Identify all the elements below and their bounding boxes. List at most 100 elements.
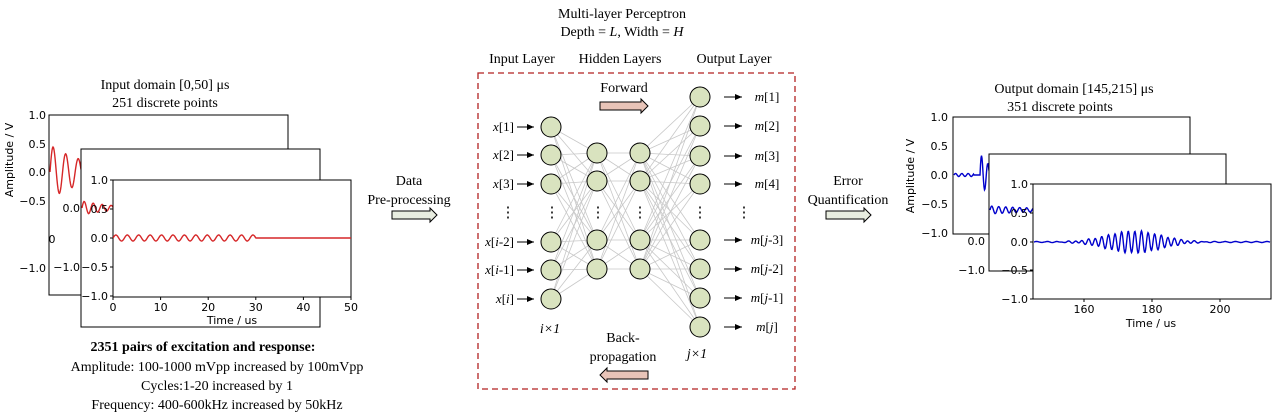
backward-arrow-icon [599,366,649,384]
output-back-plot-1-yticks: 1.0 0.5 0.0 −0.5 −1.0 [921,111,948,240]
tick-label: 0.0 [1011,236,1029,249]
tick-label: −1.0 [958,264,985,277]
network-edge [639,180,701,270]
network-edge [550,239,598,300]
forward-label: Forward [600,81,647,96]
tick-label: 1.0 [931,111,949,124]
tick-label: 180 [1142,303,1163,316]
tick-label: 0.5 [931,140,949,153]
tick-label: 0.5 [29,138,47,151]
output-back-signal-1 [953,155,990,192]
right-arrow-icon [825,206,872,224]
output-domain-panel: Output domain [145,215] μs 351 discrete … [904,82,1272,330]
input-back-plot-2-yticks: 0.0 −1.0 [53,202,80,274]
tick-label: −0.5 [81,261,108,274]
output-node [689,173,711,195]
input-front-signal [112,234,351,242]
network-edge [639,125,701,270]
network-io-labels: x[1]x[2]x[3]x[i-2]x[i-1]x[i]m[1]m[2]m[3]… [484,89,783,334]
network-edge [639,125,701,182]
mlp-network: Multi-layer Perceptron Depth = L, Width … [477,7,796,390]
hidden-layers-label: Hidden Layers [579,52,662,67]
network-edge [639,268,701,299]
network-edge [550,152,598,271]
output-ylabel: Amplitude / V [904,138,917,213]
input-node [540,288,562,310]
tick-label: 30 [249,301,263,314]
network-edge [596,152,641,241]
input-node-label: x[2] [492,147,514,162]
input-back-signal-1 [49,145,82,195]
tick-label: 0.5 [1011,207,1029,220]
input-node [540,116,562,138]
ellipsis-icon: ⋮ [693,205,708,221]
hidden-node [629,142,651,164]
output-back-signal-2 [989,205,1034,215]
tick-label: 0.5 [91,203,109,216]
tick-label: 10 [154,301,168,314]
output-node [689,287,711,309]
quantification-label: Quantification [808,193,889,208]
input-node-label: x[1] [492,119,514,134]
data-label: Data [396,174,423,189]
input-ylabel: Amplitude / V [3,122,16,197]
tick-label: −0.5 [19,195,46,208]
network-edge [639,96,701,154]
tick-label: 1.0 [29,109,47,122]
tick-label: −1.0 [921,227,948,240]
network-edge [550,126,598,241]
data-preprocessing-step: Data Pre-processing [367,174,451,224]
network-edge [639,239,701,270]
tick-label: 0.0 [91,232,109,245]
hidden-node [629,258,651,280]
input-domain-points: 251 discrete points [112,96,218,111]
tick-label: 0.0 [968,235,986,248]
output-node-label: m[j-3] [751,232,784,247]
input-front-xticks: 0 10 20 30 40 50 [110,301,359,314]
tick-label: 20 [201,301,215,314]
mlp-subtitle: Depth = L, Width = H [560,25,684,40]
tick-label: 200 [1210,303,1231,316]
error-label: Error [833,174,863,189]
output-domain-title: Output domain [145,215] μs [994,82,1153,97]
input-domain-panel: Input domain [0,50] μs 251 discrete poin… [3,78,363,413]
tick-label: 0 [49,233,56,246]
pairs-amplitude: Amplitude: 100-1000 mVpp increased by 10… [71,360,364,375]
output-node-label: m[1] [755,89,780,104]
ellipsis-icon: ⋮ [545,205,560,221]
output-layer-label: Output Layer [696,52,771,67]
tick-label: 0.0 [29,166,47,179]
pairs-title: 2351 pairs of excitation and response: [91,340,316,355]
input-domain-title: Input domain [0,50] μs [101,78,230,93]
tick-label: 40 [296,301,310,314]
network-edge [639,155,701,270]
input-node [540,144,562,166]
network-edge [596,152,641,270]
output-node [689,86,711,108]
network-edges [550,96,701,328]
mlp-dashed-border [477,72,796,390]
input-node [540,173,562,195]
input-size-label: i×1 [540,322,560,337]
input-node-label: x[i] [495,291,514,306]
input-xlabel: Time / us [206,314,258,327]
network-edge [550,180,598,300]
ellipsis-markers: ⋮ ⋮ ⋮ ⋮ ⋮ ⋮ [501,205,752,221]
hidden-node [586,170,608,192]
output-xlabel: Time / us [1125,317,1177,330]
network-edge [639,180,701,299]
output-size-label: j×1 [685,347,707,362]
ellipsis-icon: ⋮ [501,205,516,221]
tick-label: −1.0 [53,261,80,274]
input-layer-label: Input Layer [489,52,555,67]
output-node-label: m[3] [755,148,780,163]
network-edge [639,96,701,182]
tick-label: 1.0 [1011,178,1029,191]
network-edge [550,152,598,243]
output-node [689,145,711,167]
input-back-plot-1-yticks: 1.0 0.5 0.0 −0.5 −1.0 [19,109,46,275]
output-node [689,115,711,137]
output-back-plot-2-yticks: 0.0 −1.0 [958,235,985,277]
tick-label: 50 [344,301,358,314]
